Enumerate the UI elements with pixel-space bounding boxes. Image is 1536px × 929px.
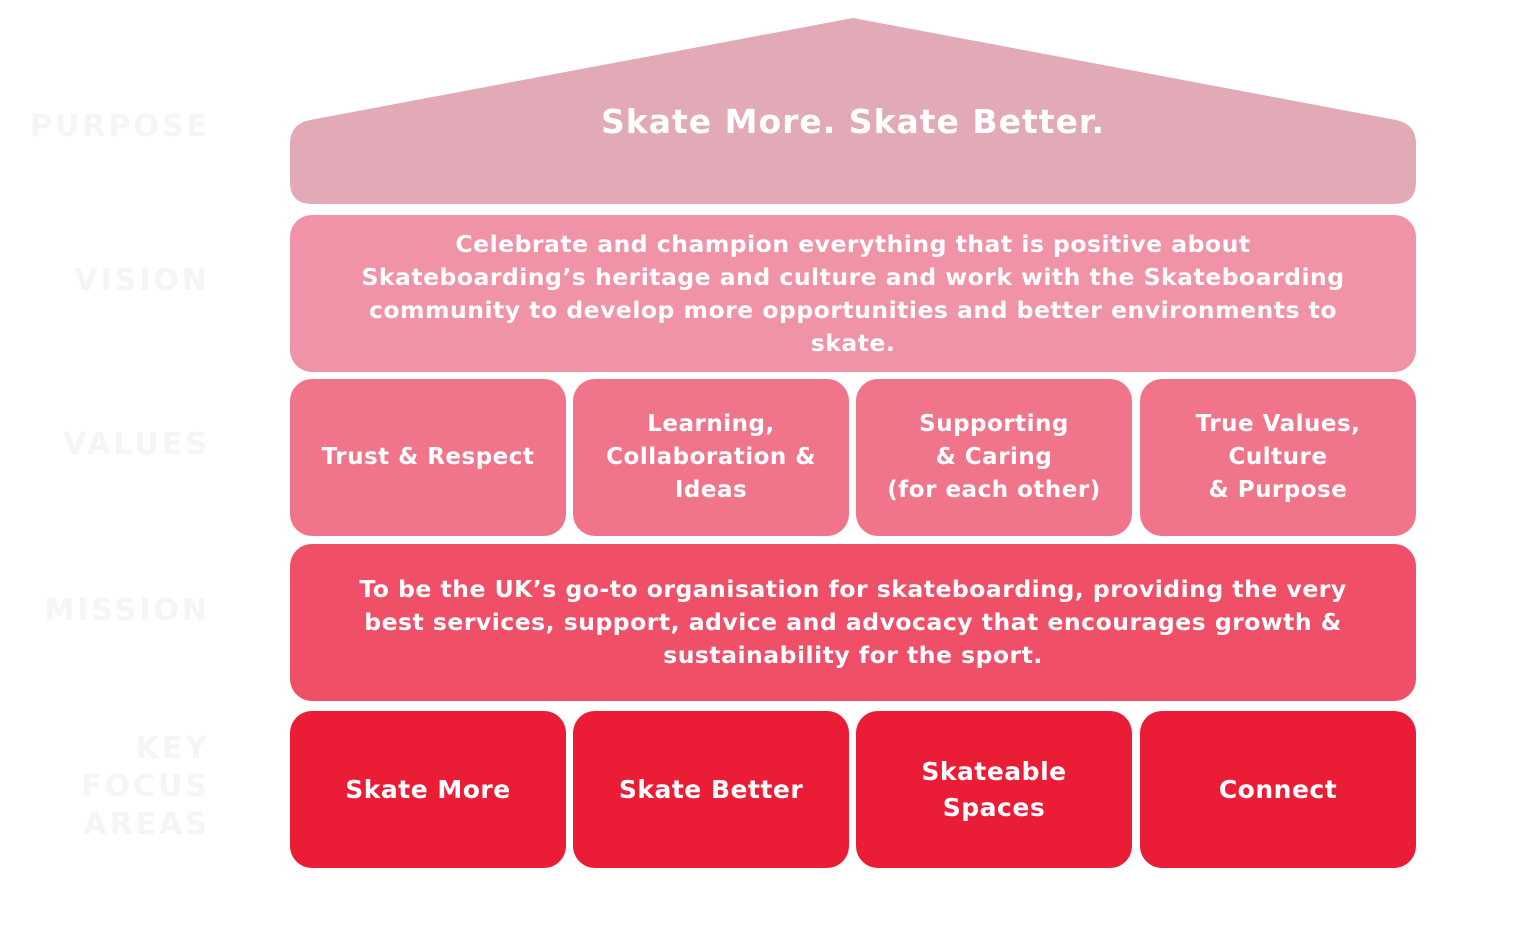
value-block-learning: Learning, Collaboration & Ideas [573,379,849,536]
purpose-roof-shape [290,18,1416,204]
value-text: Supporting & Caring (for each other) [887,411,1101,503]
value-text: True Values, Culture & Purpose [1195,411,1361,503]
label-mission: MISSION [44,593,210,628]
focus-block-skateable-spaces: Skateable Spaces [856,711,1132,868]
focus-text: Connect [1218,774,1338,804]
focus-text: Skate Better [618,774,804,804]
label-values: VALUES [63,427,210,462]
vision-text: Celebrate and champion everything that i… [361,229,1345,357]
focus-block-connect: Connect [1140,711,1416,868]
focus-text: Skate More [345,774,511,804]
mission-text: To be the UK’s go-to organisation for sk… [359,575,1347,669]
value-block-true-values: True Values, Culture & Purpose [1140,379,1416,536]
purpose-roof [290,18,1416,204]
value-block-supporting: Supporting & Caring (for each other) [856,379,1132,536]
focus-block-skate-more: Skate More [290,711,566,868]
label-purpose: PURPOSE [29,109,210,144]
label-key-focus-areas: KEY FOCUS AREAS [81,731,210,842]
value-text: Learning, Collaboration & Ideas [606,411,816,503]
focus-block-skate-better: Skate Better [573,711,849,868]
vision-block: Celebrate and champion everything that i… [290,215,1416,372]
purpose-text: Skate More. Skate Better. [600,102,1105,141]
value-text: Trust & Respect [321,444,535,470]
focus-text: Skateable Spaces [921,756,1067,822]
label-vision: VISION [74,263,210,298]
mission-block: To be the UK’s go-to organisation for sk… [290,544,1416,701]
value-block-trust-respect: Trust & Respect [290,379,566,536]
